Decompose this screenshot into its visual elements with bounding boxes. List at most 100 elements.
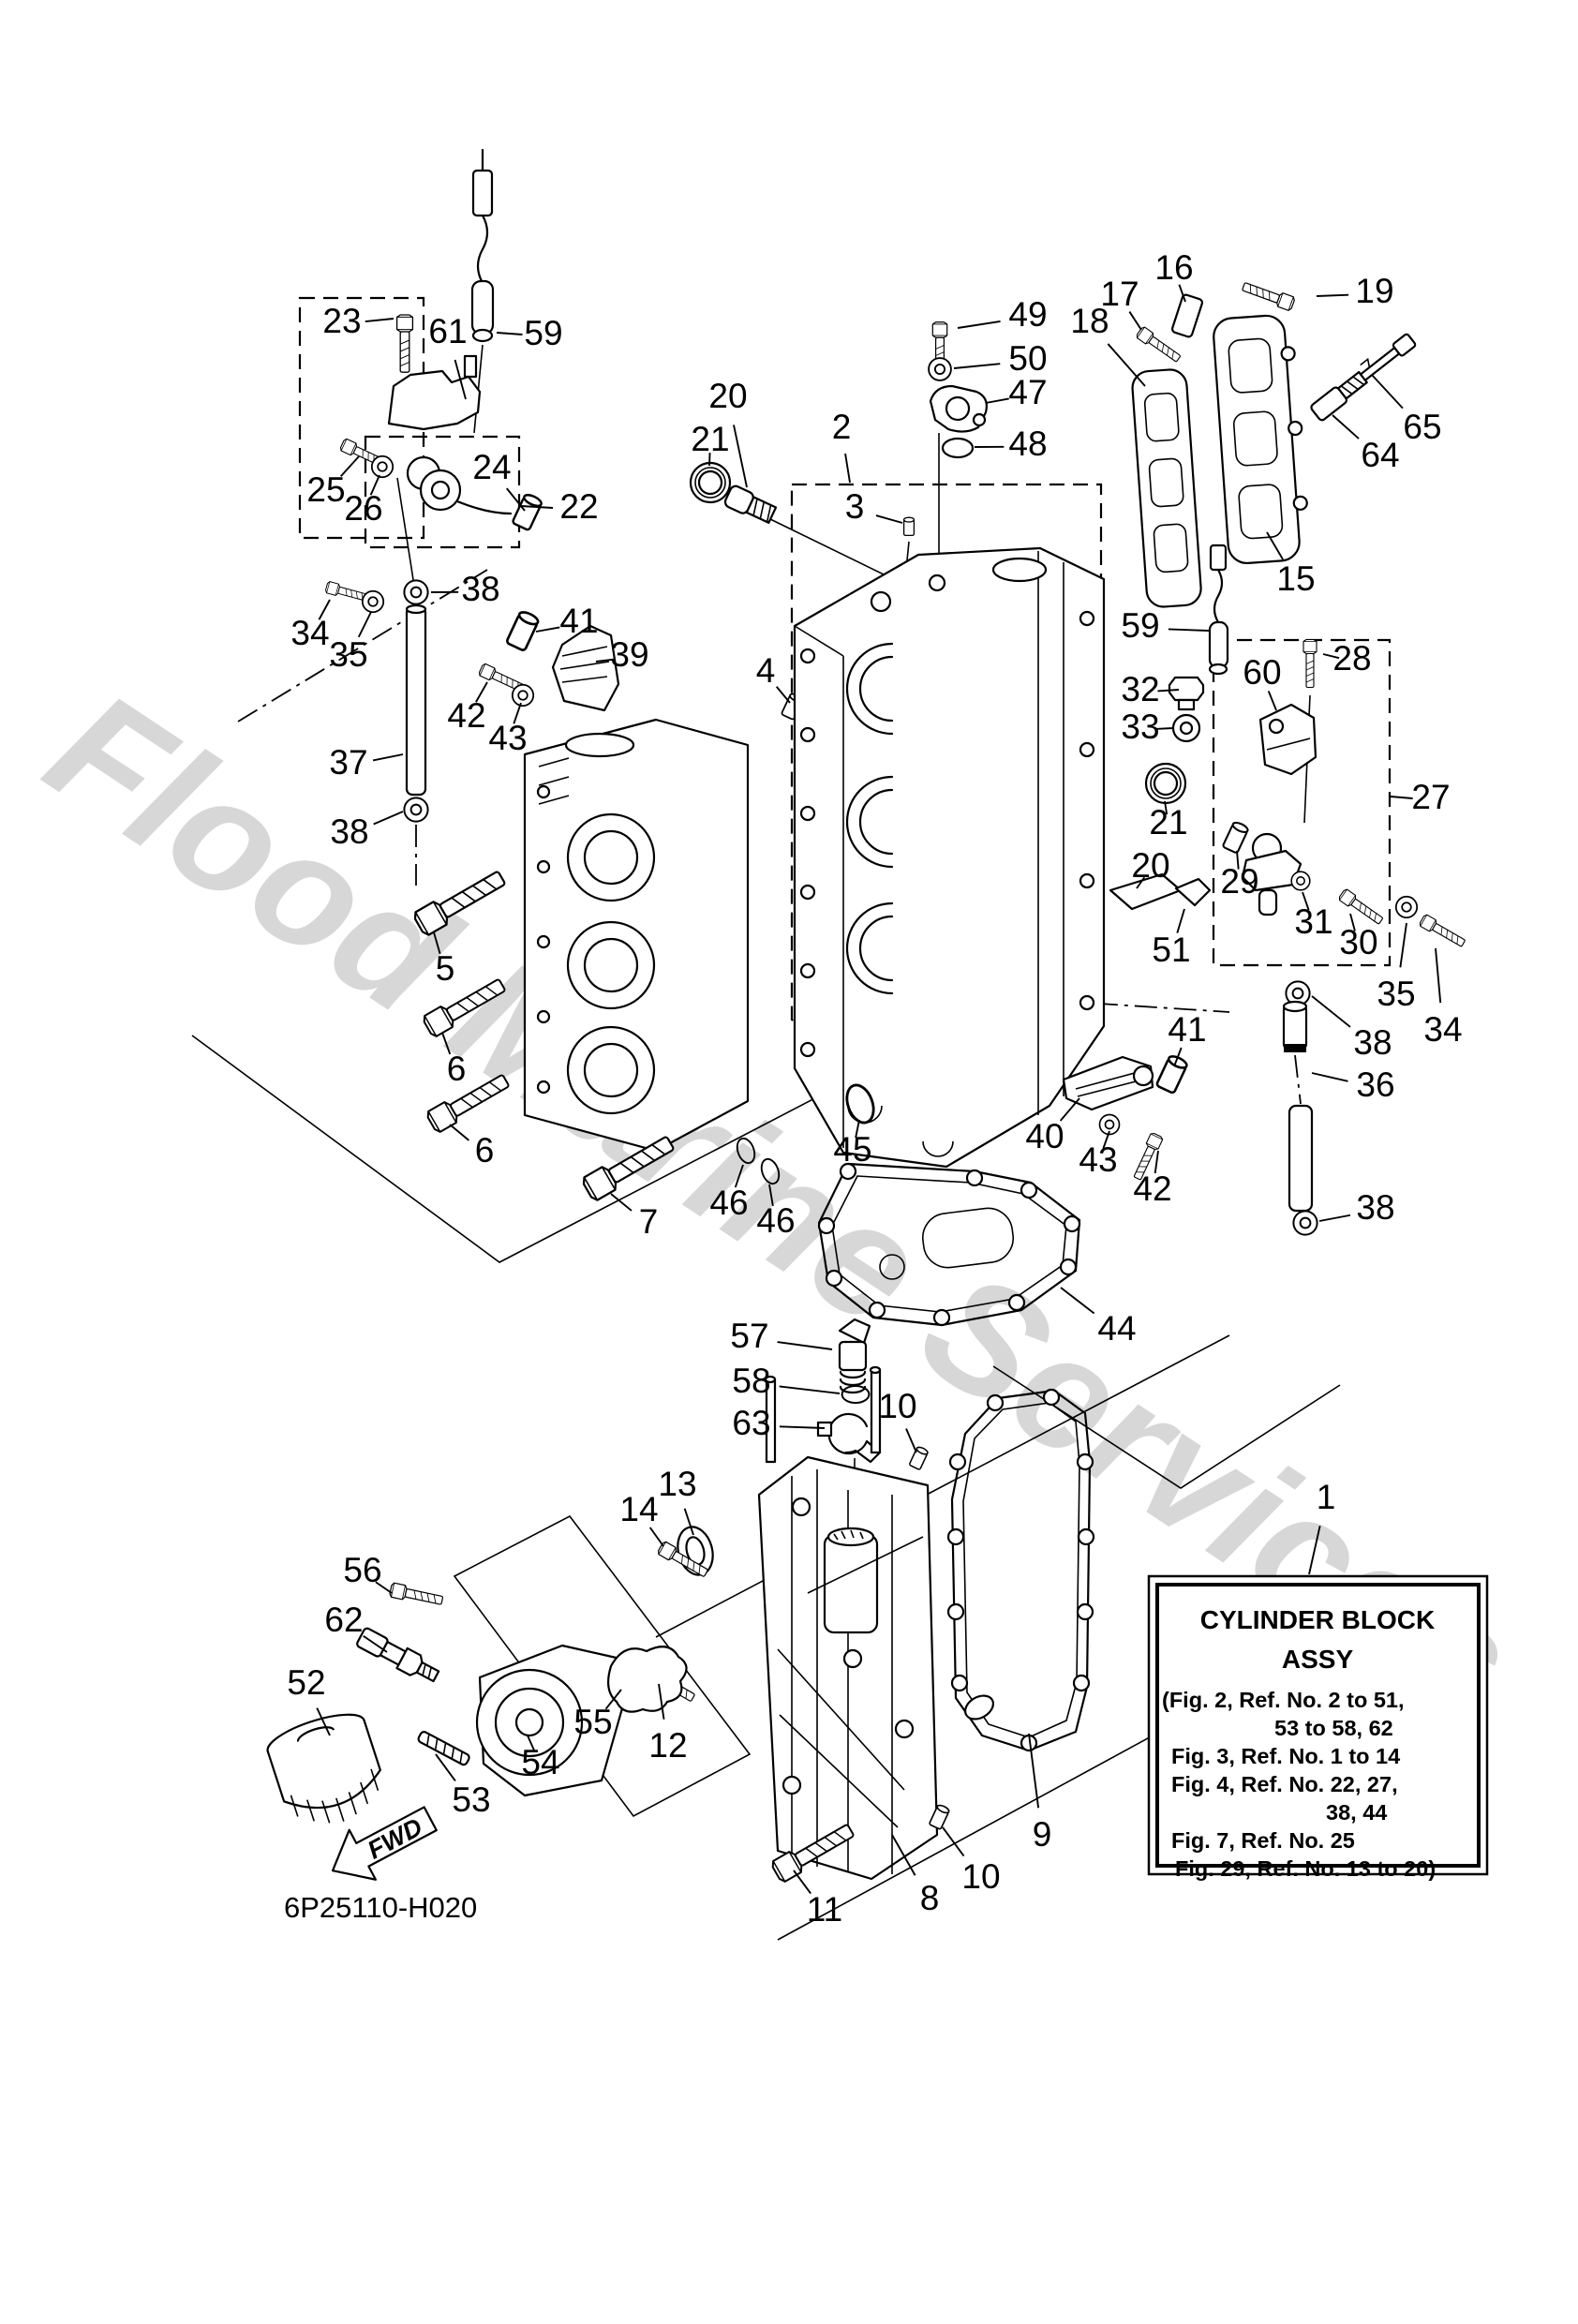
plug-20 <box>723 484 778 524</box>
part-callout-21: 21 <box>691 420 729 458</box>
leader-line-7 <box>610 1193 633 1212</box>
info-box-line: 38, 44 <box>1326 1800 1387 1825</box>
part-callout-27: 27 <box>1411 778 1450 816</box>
part-callout-36: 36 <box>1356 1065 1394 1104</box>
exhaust-plate-group <box>1131 278 1417 608</box>
fwd-arrow-label: FWD <box>363 1812 426 1864</box>
shift-group-27 <box>1109 544 1467 950</box>
leader-line-41 <box>1173 1047 1183 1067</box>
gasket-18 <box>1131 368 1202 608</box>
rod-37 <box>405 605 427 797</box>
bracket-40 <box>1062 1055 1154 1111</box>
group-box-27 <box>1212 638 1392 967</box>
info-box-title: CYLINDER BLOCK <box>1200 1605 1435 1634</box>
seal-plug-left-group <box>689 461 778 524</box>
part-callout-25: 25 <box>306 470 345 509</box>
shift-bracket-assembly-22 <box>324 148 544 614</box>
part-callout-46: 46 <box>709 1184 748 1222</box>
info-box-outer-border <box>1147 1574 1489 1876</box>
leader-line-46 <box>768 1184 774 1207</box>
leader-line-5 <box>433 931 441 955</box>
leader-line-20 <box>1136 876 1146 889</box>
part-callout-22: 22 <box>559 487 598 526</box>
leader-line-53 <box>435 1753 456 1781</box>
leader-line-17 <box>1128 311 1142 331</box>
part-callout-3: 3 <box>845 487 865 526</box>
part-callout-54: 54 <box>521 1743 559 1781</box>
bracket-tab <box>463 354 478 379</box>
part-callout-46: 46 <box>756 1201 795 1240</box>
leader-line-19 <box>1316 293 1349 297</box>
part-callout-34: 34 <box>1423 1010 1462 1049</box>
gasket-9 <box>946 1388 1095 1752</box>
leader-line-47 <box>985 397 1009 404</box>
info-box-line: (Fig. 2, Ref. No. 2 to 51, <box>1162 1688 1405 1712</box>
main-cylinder-block <box>793 546 1106 1169</box>
leader-line-58 <box>779 1385 841 1394</box>
leader-line-3 <box>875 514 903 524</box>
part-callout-8: 8 <box>920 1879 940 1917</box>
part-callout-5: 5 <box>436 949 455 988</box>
leader-line-49 <box>957 320 1001 329</box>
part-callout-31: 31 <box>1294 902 1332 941</box>
part-callout-6: 6 <box>447 1050 467 1088</box>
leader-line-12 <box>658 1683 665 1720</box>
part-callout-28: 28 <box>1332 639 1371 678</box>
part-callout-17: 17 <box>1100 275 1139 313</box>
part-callout-51: 51 <box>1152 931 1190 969</box>
leader-line-52 <box>316 1707 331 1736</box>
part-callout-14: 14 <box>619 1490 658 1528</box>
sensor-64-65 <box>1310 333 1417 422</box>
leader-line-20 <box>733 425 748 488</box>
part-callout-53: 53 <box>452 1780 490 1819</box>
anode-bracket-39-group <box>477 608 620 712</box>
leader-line-45 <box>855 1119 860 1139</box>
leader-line-4 <box>775 686 791 704</box>
part-callout-15: 15 <box>1276 559 1315 598</box>
clip-51 <box>1174 877 1212 907</box>
part-callout-55: 55 <box>573 1703 612 1741</box>
leader-line-31 <box>1302 891 1310 911</box>
leader-line-59 <box>496 332 523 335</box>
leader-line-38 <box>373 811 404 826</box>
leader-line-43 <box>513 702 522 724</box>
part-callout-45: 45 <box>833 1130 871 1169</box>
part-callout-57: 57 <box>730 1317 768 1355</box>
part-callout-38: 38 <box>1356 1188 1394 1227</box>
bolt-28 <box>1303 638 1317 689</box>
anode-plug-57 <box>838 1318 871 1394</box>
part-callout-16: 16 <box>1154 248 1193 287</box>
part-callout-59: 59 <box>1121 606 1159 645</box>
part-callout-33: 33 <box>1121 708 1159 746</box>
part-callout-52: 52 <box>287 1663 325 1702</box>
part-callout-35: 35 <box>1377 975 1415 1013</box>
bolt-23 <box>395 314 414 373</box>
part-callout-38: 38 <box>330 812 368 851</box>
leader-line-42 <box>1154 1150 1159 1174</box>
part-callout-1: 1 <box>1317 1478 1336 1516</box>
part-callout-38: 38 <box>1353 1023 1392 1062</box>
oil-filter-52 <box>266 1713 381 1824</box>
washer-26 <box>370 454 394 479</box>
leader-line-22 <box>520 505 554 509</box>
leader-line-64 <box>1332 414 1360 439</box>
part-callout-20: 20 <box>1131 846 1169 885</box>
part-callout-23: 23 <box>322 302 361 340</box>
leader-line-11 <box>793 1870 811 1895</box>
leader-line-39 <box>595 658 615 663</box>
info-box-line: Fig. 4, Ref. No. 22, 27, <box>1171 1772 1398 1796</box>
oring-48 <box>941 437 975 459</box>
bushing-41 <box>504 608 542 653</box>
gasket-44 <box>817 1162 1081 1327</box>
leader-line-6 <box>441 1032 452 1055</box>
part-callout-40: 40 <box>1025 1117 1064 1155</box>
oil-strainer-boss <box>823 1533 879 1634</box>
part-callout-60: 60 <box>1243 653 1281 692</box>
part-callout-43: 43 <box>1079 1140 1117 1179</box>
leader-line-63 <box>779 1425 826 1429</box>
washer-38-top <box>403 579 429 605</box>
bolt-30 <box>1337 887 1386 928</box>
bracket-61 <box>387 369 482 431</box>
